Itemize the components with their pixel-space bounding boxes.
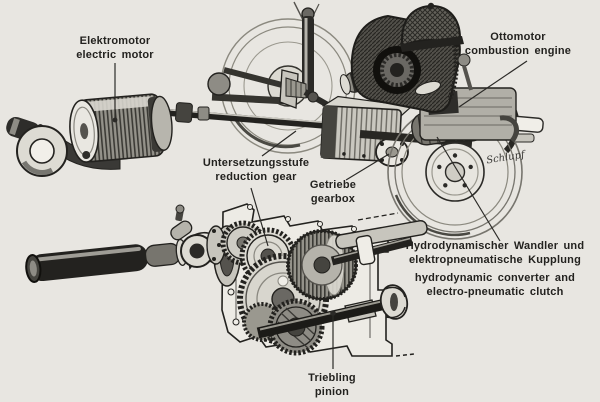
leader-combustion-engine — [458, 60, 528, 108]
output-shaft-drawing — [330, 220, 428, 266]
electric-motor-drawing — [69, 93, 173, 163]
leader-pinion — [330, 310, 336, 369]
label-reduction-gear-de: Untersetzungsstufe — [202, 157, 310, 169]
label-converter-clutch: Hydrodynamischer Wandler und elektropneu… — [393, 239, 597, 303]
leader-reduction-gear-down — [250, 187, 269, 247]
label-gearbox-de: Getriebe — [309, 179, 357, 191]
leader-gearbox — [345, 153, 390, 181]
leader-lines — [112, 60, 528, 369]
label-electric-motor-de: Elektromotor — [79, 35, 151, 47]
label-pinion-en: pinion — [314, 386, 350, 398]
main-shaft-drawing — [162, 102, 335, 130]
label-gearbox-en: gearbox — [310, 193, 356, 205]
label-combustion-engine-en: combustion engine — [464, 45, 572, 57]
label-reduction-gear-en: reduction gear — [215, 171, 297, 183]
engine-drawing — [350, 2, 519, 143]
label-combustion-engine: Ottomotor combustion engine — [437, 30, 599, 58]
label-reduction-gear: Untersetzungsstufe reduction gear — [161, 156, 351, 184]
driveshaft-drawing — [25, 238, 188, 283]
label-electric-motor: Elektromotor electric motor — [35, 34, 195, 62]
label-combustion-engine-de: Ottomotor — [490, 31, 546, 43]
label-pinion-de: Triebling — [308, 372, 356, 384]
label-electric-motor-en: electric motor — [76, 49, 154, 61]
leader-electric-motor — [112, 63, 118, 123]
label-gearbox: Getriebe gearbox — [285, 178, 381, 206]
label-pinion: Triebling pinion — [282, 371, 382, 399]
universal-joint-drawing — [170, 204, 226, 271]
label-converter-clutch-de: Hydrodynamischer Wandler und elektropneu… — [405, 240, 585, 266]
pinion-shaft-drawing — [256, 284, 409, 339]
leader-reduction-gear-up — [261, 130, 297, 157]
label-converter-clutch-en: hydrodynamic converter and electro-pneum… — [414, 272, 576, 298]
leader-converter-clutch — [436, 136, 501, 242]
